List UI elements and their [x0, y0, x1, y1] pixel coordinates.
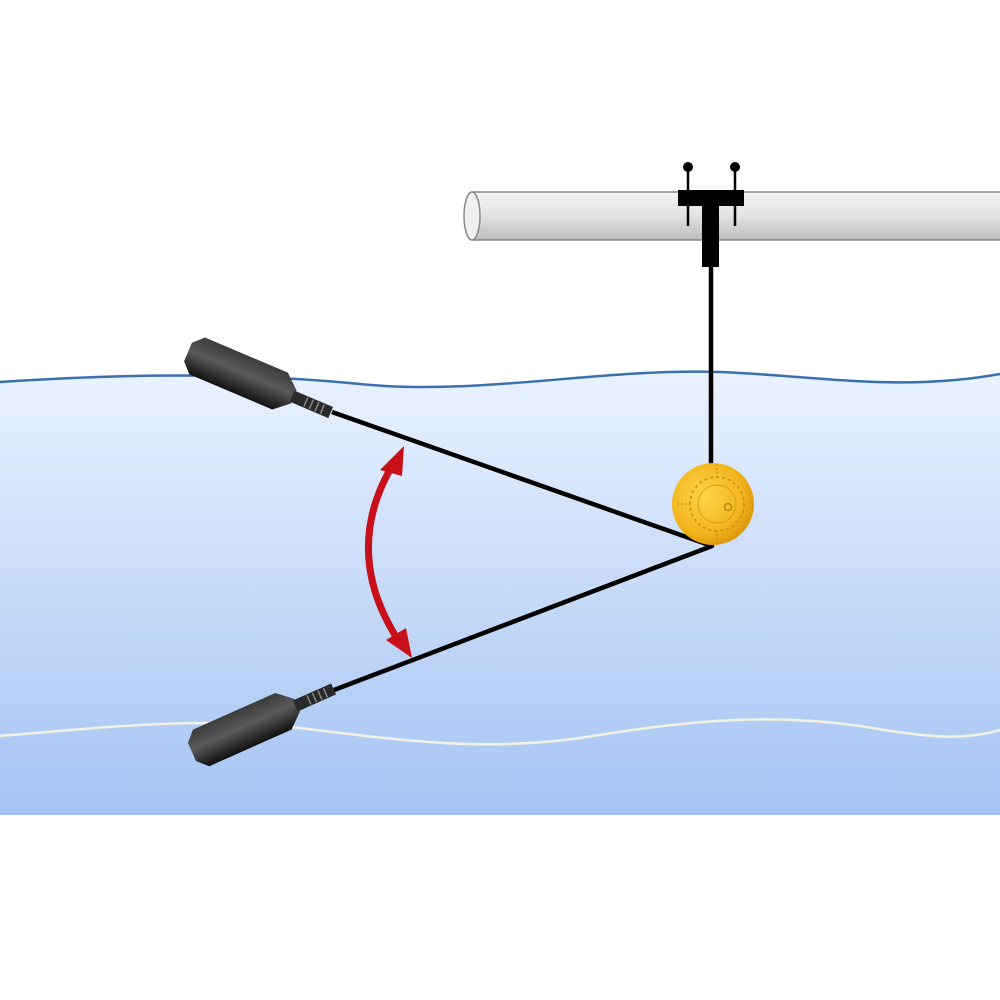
cables — [331, 265, 715, 693]
lower-level-probe-icon — [187, 683, 337, 767]
water-surface-line — [0, 370, 1000, 389]
upper-level-probe-icon — [184, 337, 334, 419]
pipe-clamp — [678, 162, 744, 267]
double-headed-arc-arrow-icon — [365, 446, 412, 658]
float-ball-icon — [672, 463, 754, 545]
water-body — [0, 371, 1000, 815]
lower-level-wave — [0, 718, 1000, 746]
